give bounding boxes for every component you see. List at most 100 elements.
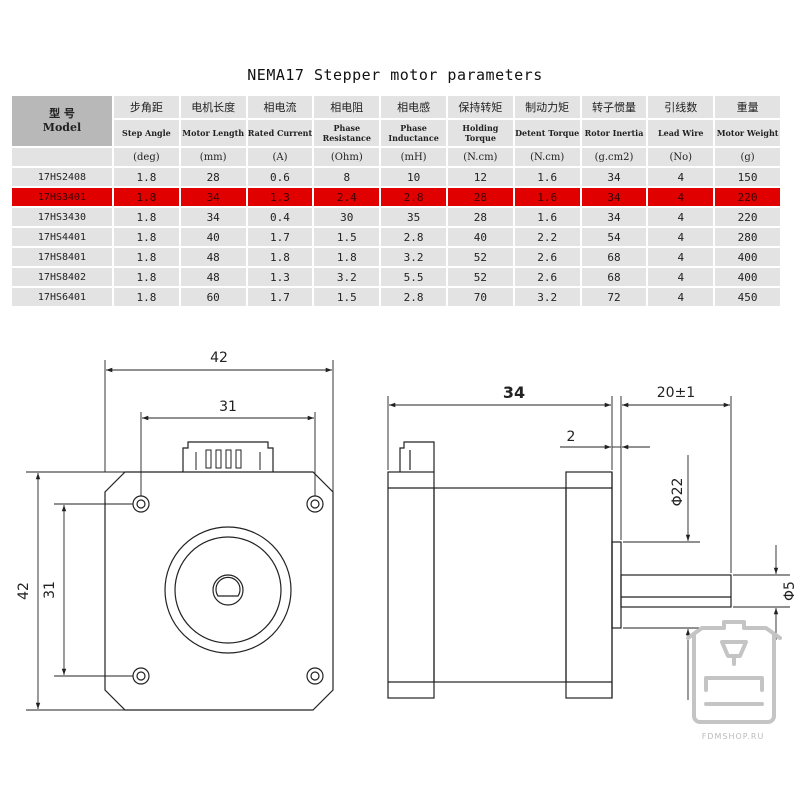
- table-cell: 28: [447, 208, 513, 226]
- column-header-zh: 步角距: [114, 96, 179, 118]
- table-cell: 48: [180, 248, 246, 266]
- column-header-en: Rotor Inertia: [581, 120, 647, 146]
- table-cell: 35: [381, 208, 446, 226]
- model-header-en: Model: [42, 121, 82, 134]
- table-cell: 1.8: [114, 248, 179, 266]
- front-end-cap: [565, 471, 613, 699]
- column-header-en: Rated Current: [247, 120, 313, 146]
- table-cell: 220: [715, 188, 780, 206]
- column-header-zh: 相电感: [381, 96, 446, 118]
- table-cell: 5.5: [381, 268, 446, 286]
- table-cell: 40: [180, 228, 246, 246]
- table-cell: 8: [314, 168, 380, 186]
- table-cell: 1.8: [114, 228, 179, 246]
- table-cell: 400: [715, 268, 780, 286]
- column-header-zh: 引线数: [648, 96, 714, 118]
- table-cell: 34: [180, 208, 246, 226]
- model-cell: 17HS3401: [12, 188, 112, 206]
- table-cell: 1.5: [314, 288, 380, 306]
- table-cell: 1.8: [114, 268, 179, 286]
- column-header-en: Step Angle: [114, 120, 179, 146]
- shaft-front: [212, 574, 244, 606]
- side-connector: [399, 441, 435, 472]
- column-header-en: Motor Weight: [715, 120, 780, 146]
- table-cell: 150: [715, 168, 780, 186]
- table-cell: 2.6: [514, 268, 580, 286]
- front-dimensions: [26, 360, 334, 711]
- shop-logo-icon: [686, 620, 782, 724]
- table-cell: 1.8: [114, 168, 179, 186]
- side-dimensions: [387, 396, 790, 700]
- mount-hole-bottom-right: [306, 667, 324, 685]
- table-cell: 4: [648, 288, 714, 306]
- table-cell: 2.8: [381, 288, 446, 306]
- column-unit: (g): [715, 148, 780, 166]
- front-view: [104, 441, 334, 711]
- column-unit: (mH): [381, 148, 446, 166]
- table-cell: 1.7: [247, 288, 313, 306]
- table-cell: 28: [180, 168, 246, 186]
- table-cell: 220: [715, 208, 780, 226]
- table-cell: 34: [180, 188, 246, 206]
- table-cell: 28: [447, 188, 513, 206]
- flange-step-label: 2: [567, 429, 576, 445]
- table-cell: 3.2: [514, 288, 580, 306]
- table-cell: 4: [648, 208, 714, 226]
- front-hole-spacing-vertical-label: 31: [42, 581, 58, 599]
- table-cell: 0.6: [247, 168, 313, 186]
- column-header-en: Lead Wire: [648, 120, 714, 146]
- model-cell: 17HS2408: [12, 168, 112, 186]
- column-header-en: Holding Torque: [447, 120, 513, 146]
- side-view: [387, 441, 732, 699]
- table-cell: 2.8: [381, 188, 446, 206]
- connector: [182, 441, 274, 472]
- column-header-zh: 转子惯量: [581, 96, 647, 118]
- column-header-zh: 相电流: [247, 96, 313, 118]
- table-cell: 68: [581, 248, 647, 266]
- column-header-zh: 相电阻: [314, 96, 380, 118]
- table-cell: 1.6: [514, 208, 580, 226]
- column-header-en: Detent Torque: [514, 120, 580, 146]
- rear-end-cap: [387, 471, 435, 699]
- column-header-en: Phase Resistance: [314, 120, 380, 146]
- table-cell: 60: [180, 288, 246, 306]
- mount-hole-top-left: [132, 495, 150, 513]
- table-cell: 400: [715, 248, 780, 266]
- model-cell: 17HS6401: [12, 288, 112, 306]
- table-cell: 2.6: [514, 248, 580, 266]
- table-cell: 54: [581, 228, 647, 246]
- table-cell: 10: [381, 168, 446, 186]
- model-cell: 17HS8402: [12, 268, 112, 286]
- table-cell: 40: [447, 228, 513, 246]
- table-cell: 1.8: [114, 208, 179, 226]
- side-length-label: 34: [503, 383, 525, 402]
- table-cell: 1.3: [247, 268, 313, 286]
- front-width-label: 42: [210, 350, 228, 366]
- table-cell: 34: [581, 168, 647, 186]
- page-title: NEMA17 Stepper motor parameters: [247, 66, 543, 84]
- column-unit: (N.cm): [514, 148, 580, 166]
- model-cell: 17HS8401: [12, 248, 112, 266]
- table-cell: 4: [648, 168, 714, 186]
- table-cell: 450: [715, 288, 780, 306]
- header-row-units: (deg)(mm)(A)(Ohm)(mH)(N.cm)(N.cm)(g.cm2)…: [12, 148, 780, 166]
- flange-outer: [164, 526, 292, 654]
- watermark-text: FDMSHOP.RU: [701, 732, 765, 741]
- table-cell: 1.8: [114, 288, 179, 306]
- table-cell: 3.2: [314, 268, 380, 286]
- mount-hole-top-right: [306, 495, 324, 513]
- table-cell: 1.8: [247, 248, 313, 266]
- table-cell: 4: [648, 188, 714, 206]
- table-cell: 1.7: [247, 228, 313, 246]
- table-cell: 4: [648, 268, 714, 286]
- shaft-side: [620, 574, 732, 608]
- table-cell: 2.8: [381, 228, 446, 246]
- column-header-en: Motor Length: [180, 120, 246, 146]
